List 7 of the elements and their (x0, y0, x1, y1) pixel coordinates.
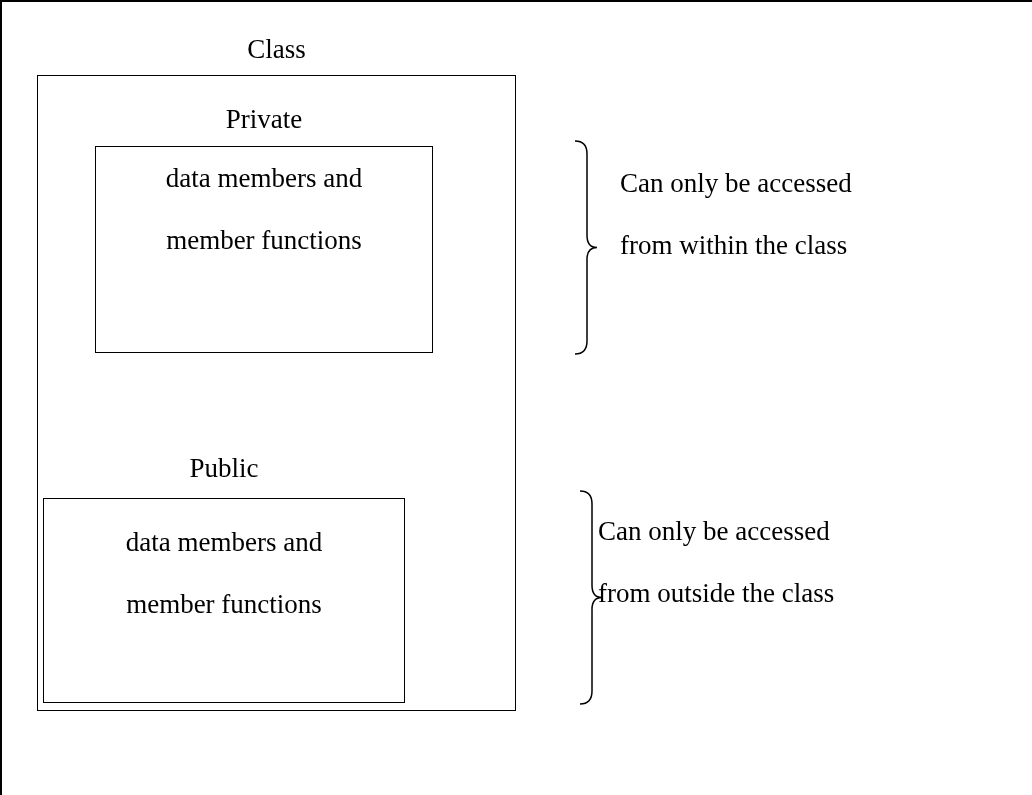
box-text: data members and member functions (124, 526, 324, 621)
box-text: data members and member functions (164, 162, 364, 257)
class-title: Class (246, 34, 307, 65)
annotation-text: Can only be accessed from within the class (620, 167, 853, 262)
section-heading: Public (188, 453, 260, 484)
section-heading: Private (224, 104, 304, 135)
annotation-text: Can only be accessed from outside the class (598, 515, 836, 610)
